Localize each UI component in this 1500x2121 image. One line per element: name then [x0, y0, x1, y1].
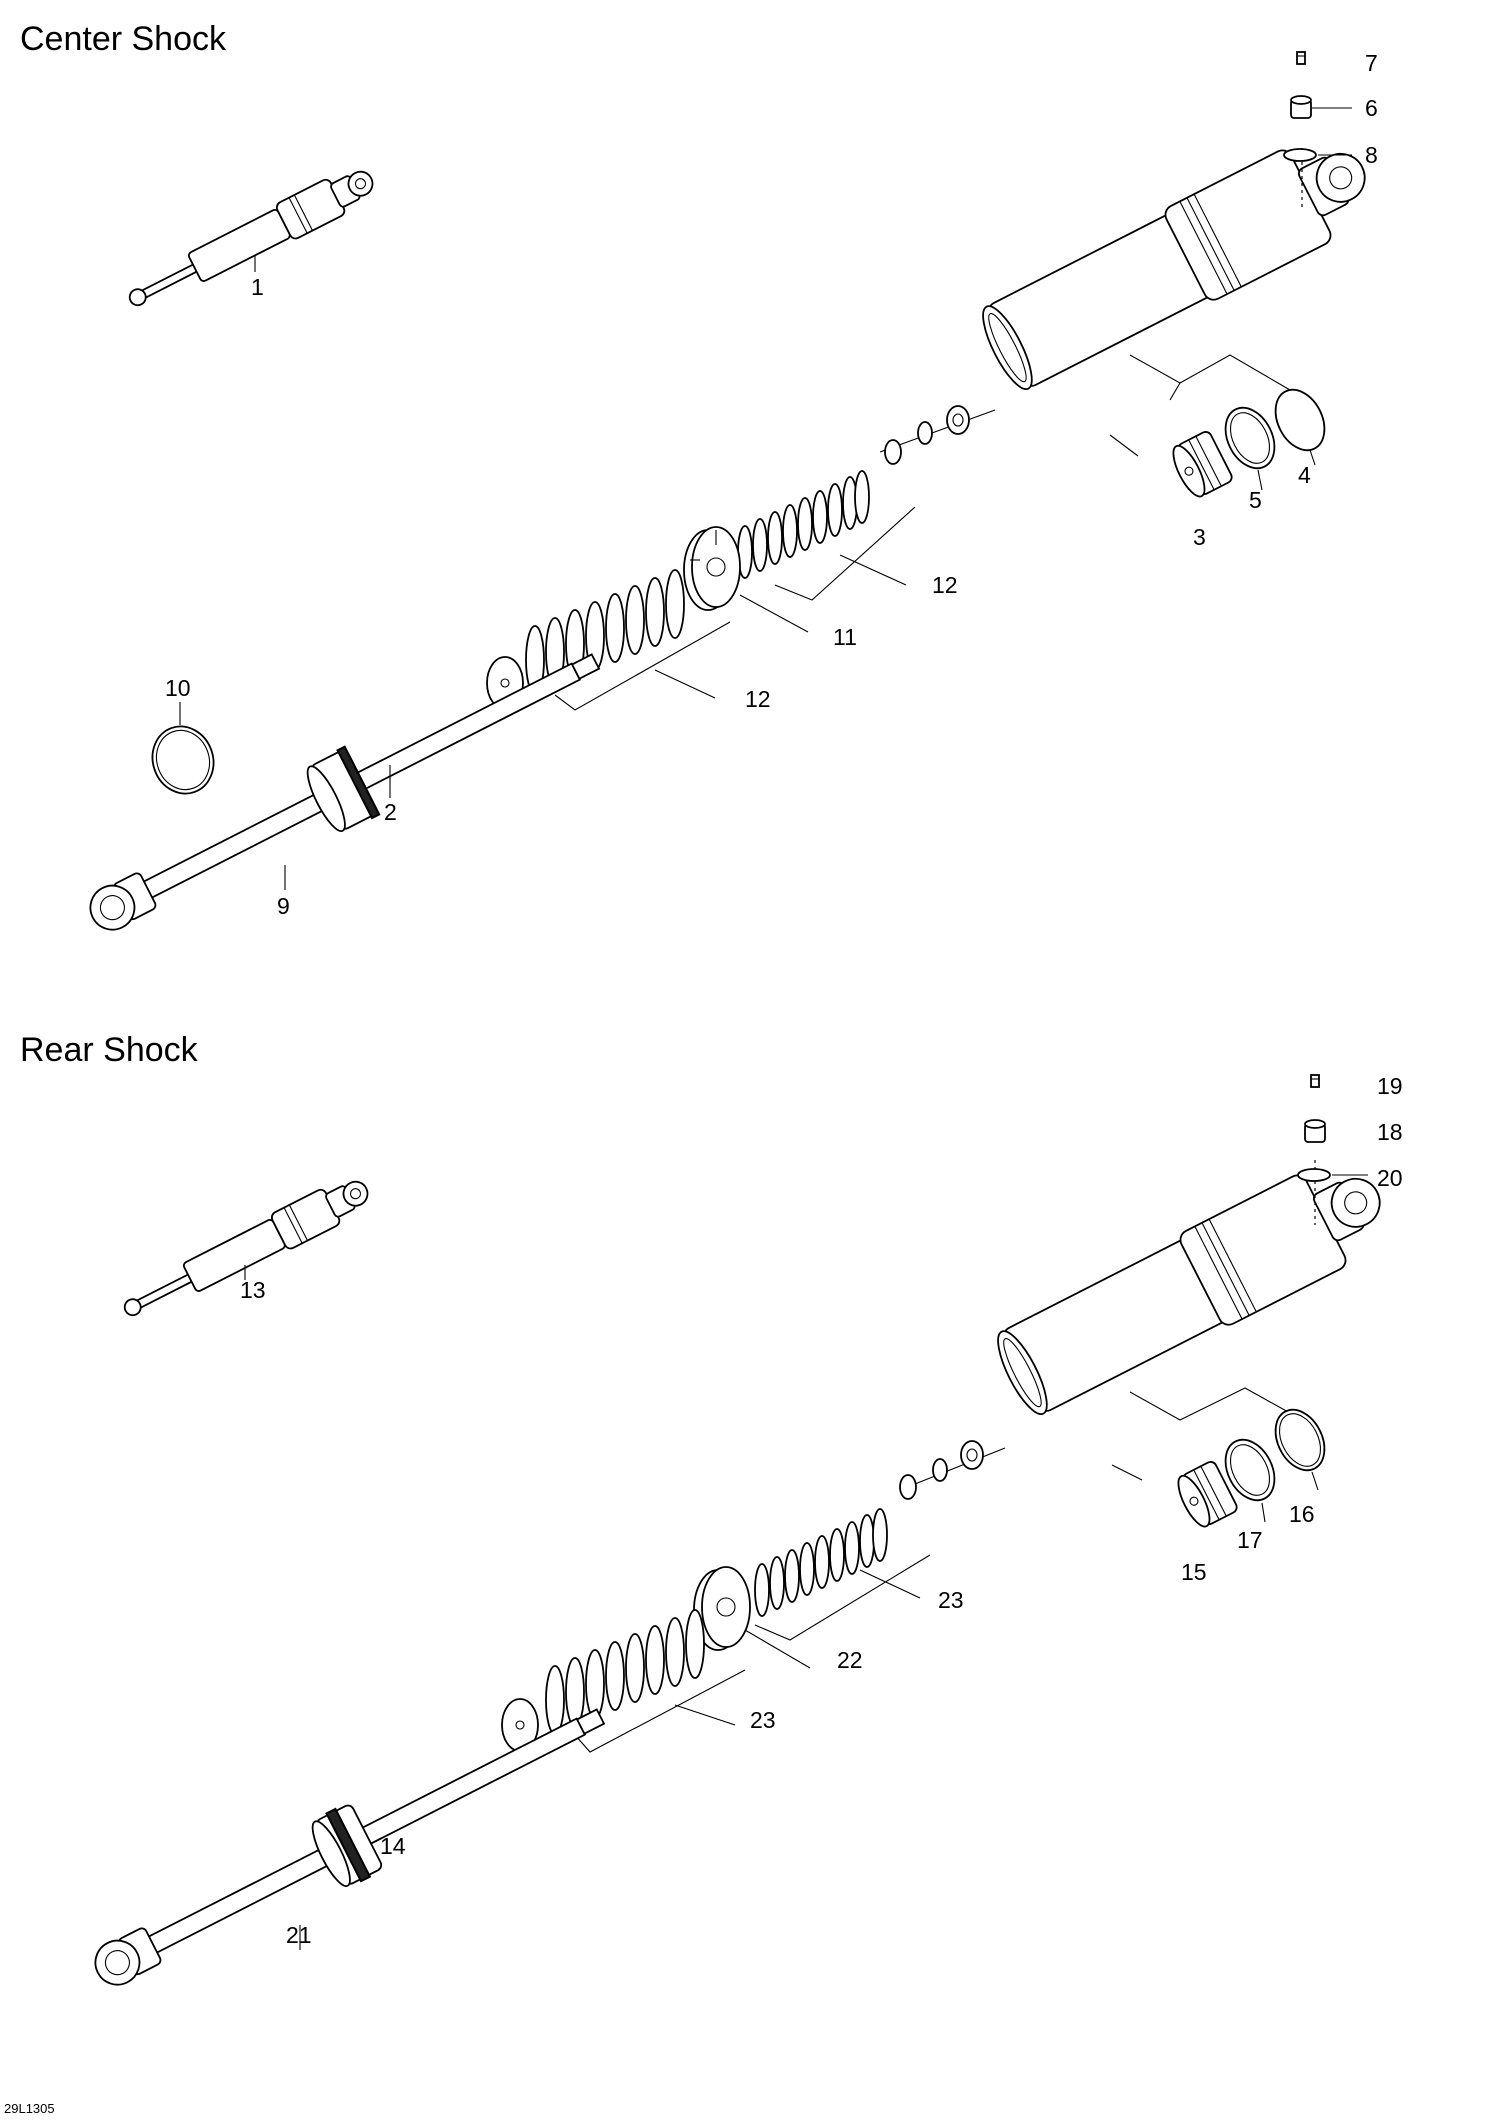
piston-o-ring-rear — [1224, 1438, 1276, 1502]
valve-cap-rear — [1304, 1119, 1326, 1143]
valve-washer — [1283, 148, 1317, 162]
nut-washer-rear — [932, 1458, 948, 1482]
nut-washer — [917, 421, 933, 445]
reservoir-piston — [1172, 431, 1233, 498]
callout-21: 21 — [286, 1922, 312, 1948]
center-shock-assembly — [89, 51, 1366, 931]
callout-15: 15 — [1181, 1559, 1207, 1585]
callout-labels: 1 2 3 4 5 6 7 8 9 10 11 12 12 13 14 15 1… — [165, 50, 1403, 1948]
callout-16: 16 — [1289, 1501, 1315, 1527]
callout-7: 7 — [1365, 50, 1378, 76]
callout-18: 18 — [1377, 1119, 1403, 1145]
callout-20: 20 — [1377, 1165, 1403, 1191]
callout-12a: 12 — [932, 572, 958, 598]
assembled-shock-thumbnail — [128, 170, 374, 307]
valve-washer-rear — [1297, 1168, 1331, 1182]
callout-22: 22 — [837, 1647, 863, 1673]
callout-23b: 23 — [750, 1707, 776, 1733]
damper-shaft-assembly — [89, 653, 601, 931]
upper-spring-stack-rear — [754, 1508, 888, 1617]
shaft-o-ring — [151, 725, 215, 795]
shock-body-cylinder — [982, 149, 1366, 391]
callout-10: 10 — [165, 675, 191, 701]
callout-5: 5 — [1249, 487, 1262, 513]
lower-spring-stack-rear — [545, 1609, 705, 1735]
shaft-nut — [946, 405, 970, 435]
callout-11: 11 — [833, 624, 857, 650]
rear-shock-assembly — [94, 1074, 1381, 1986]
callout-14: 14 — [380, 1833, 406, 1859]
spring-crossover — [683, 526, 741, 611]
callout-1: 1 — [251, 274, 264, 300]
spring-crossover-rear — [693, 1566, 751, 1651]
damper-shaft-assembly-rear — [94, 1708, 606, 1986]
callout-13: 13 — [240, 1277, 266, 1303]
spacer-washer-rear — [899, 1474, 917, 1500]
callout-19: 19 — [1377, 1073, 1403, 1099]
drawing-reference-code: 29L1305 — [4, 2101, 55, 2116]
valve-cap — [1290, 95, 1312, 119]
reservoir-piston-rear — [1177, 1461, 1238, 1528]
callout-12b: 12 — [745, 686, 771, 712]
shock-body-cylinder-rear — [997, 1174, 1381, 1416]
bleed-screw — [1296, 51, 1306, 65]
piston-o-ring — [1224, 406, 1276, 470]
callout-17: 17 — [1237, 1527, 1263, 1553]
callout-8: 8 — [1365, 142, 1378, 168]
center-shock-title: Center Shock — [20, 20, 226, 58]
callout-2: 2 — [384, 799, 397, 825]
callout-23a: 23 — [938, 1587, 964, 1613]
callout-9: 9 — [277, 893, 290, 919]
assembled-shock-thumbnail-rear — [123, 1180, 369, 1317]
callout-3: 3 — [1193, 524, 1206, 550]
callout-4: 4 — [1298, 462, 1311, 488]
reservoir-cap-rear — [1274, 1408, 1326, 1472]
rear-shock-title: Rear Shock — [20, 1031, 198, 1069]
bleed-screw-rear — [1310, 1074, 1320, 1088]
reservoir-cap — [1274, 388, 1326, 452]
spacer-washer — [884, 439, 902, 465]
upper-spring-stack — [737, 470, 870, 579]
shaft-nut-rear — [960, 1440, 984, 1470]
callout-6: 6 — [1365, 95, 1378, 121]
